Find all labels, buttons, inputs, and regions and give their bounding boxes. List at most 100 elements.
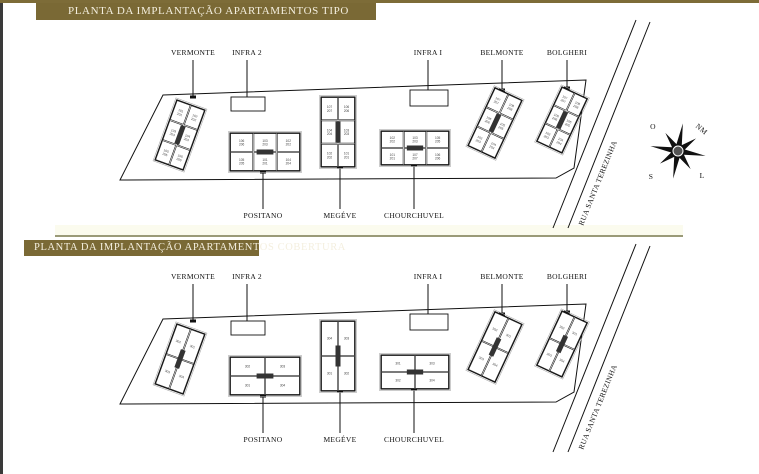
building-outline bbox=[534, 84, 590, 156]
unit-number: 106 bbox=[177, 153, 184, 159]
unit-number: 304 bbox=[492, 362, 499, 368]
unit-number: 105 bbox=[239, 158, 245, 162]
unit-number: 202 bbox=[390, 140, 396, 144]
stair-core bbox=[174, 125, 186, 145]
unit-number: 302 bbox=[395, 379, 401, 383]
building-outline bbox=[465, 309, 525, 385]
unit-number: 105 bbox=[435, 136, 441, 140]
unit-number: 104 bbox=[286, 158, 292, 162]
apartment-unit bbox=[321, 356, 338, 391]
apartment-unit bbox=[381, 131, 404, 148]
label-infra1: INFRA I bbox=[414, 272, 443, 281]
unit-number: 302 bbox=[344, 372, 350, 376]
apartment-unit bbox=[169, 359, 194, 394]
unit-number: 106 bbox=[486, 115, 493, 121]
leader-marker bbox=[499, 312, 505, 316]
apartment-unit bbox=[338, 321, 355, 356]
stair-core bbox=[335, 345, 341, 367]
unit-number: 303 bbox=[344, 337, 350, 341]
unit-number: 203 bbox=[475, 138, 482, 144]
infra-block-infra1 bbox=[409, 313, 449, 331]
leader-marker bbox=[260, 394, 266, 398]
apartment-unit bbox=[468, 341, 495, 376]
unit-number: 203 bbox=[262, 143, 268, 147]
stair-core bbox=[555, 110, 569, 130]
apartment-unit bbox=[230, 152, 254, 171]
unit-number: 206 bbox=[239, 143, 245, 147]
unit-number: 304 bbox=[327, 337, 333, 341]
building-outline bbox=[379, 353, 451, 391]
label-megeve: MEGÉVE bbox=[323, 434, 356, 444]
unit-number: 207 bbox=[560, 98, 567, 104]
section-separator bbox=[55, 235, 683, 237]
unit-number: 201 bbox=[176, 112, 183, 118]
street-edge bbox=[567, 21, 651, 229]
building-outline bbox=[319, 95, 357, 169]
leader-marker bbox=[190, 319, 196, 323]
unit-number: 201 bbox=[262, 162, 268, 166]
unit-number: 102 bbox=[327, 152, 333, 156]
apartment-unit bbox=[276, 133, 300, 152]
stair-core bbox=[406, 369, 424, 375]
leader-marker bbox=[190, 95, 196, 99]
unit-number: 208 bbox=[507, 106, 514, 112]
unit-number: 101 bbox=[390, 153, 396, 157]
unit-number: 106 bbox=[553, 113, 560, 119]
unit-number: 302 bbox=[245, 365, 251, 369]
compass-label-nw: O bbox=[650, 122, 656, 131]
infra-block-infra2 bbox=[230, 96, 266, 112]
unit-number: 204 bbox=[183, 137, 190, 143]
unit-number: 204 bbox=[286, 162, 292, 166]
lot-boundary bbox=[119, 79, 587, 181]
unit-number: 206 bbox=[176, 157, 183, 163]
label-megeve: MEGÉVE bbox=[323, 210, 356, 220]
leader-marker bbox=[564, 310, 570, 314]
apartment-unit bbox=[265, 357, 300, 376]
building-outline bbox=[379, 129, 451, 167]
label-vermonte: VERMONTE bbox=[171, 272, 215, 281]
unit-number: 104 bbox=[327, 128, 333, 132]
unit-number: 104 bbox=[184, 133, 191, 139]
unit-number: 303 bbox=[546, 352, 553, 358]
apartment-unit bbox=[566, 93, 587, 117]
unit-number: 103 bbox=[477, 135, 484, 141]
street-edge bbox=[552, 243, 637, 453]
unit-number: 301 bbox=[327, 372, 333, 376]
apartment-unit bbox=[495, 318, 522, 353]
unit-number: 302 bbox=[492, 327, 499, 333]
apartment-unit bbox=[381, 372, 415, 389]
unit-number: 202 bbox=[286, 143, 292, 147]
unit-number: 206 bbox=[344, 109, 350, 113]
building-outline bbox=[152, 97, 208, 173]
apartment-unit bbox=[499, 94, 522, 120]
unit-number: 102 bbox=[286, 139, 292, 143]
unit-number: 301 bbox=[505, 333, 512, 339]
compass-center bbox=[672, 145, 684, 157]
stair-core bbox=[488, 113, 502, 133]
apartment-unit bbox=[549, 129, 571, 153]
unit-number: 104 bbox=[557, 137, 564, 143]
building-outline bbox=[465, 85, 525, 161]
label-belmonte: BELMONTE bbox=[480, 48, 523, 57]
apartment-unit bbox=[486, 88, 509, 113]
leader-marker bbox=[499, 88, 505, 92]
section-header-cobertura: PLANTA DA IMPLANTAÇÃO APARTAMENTOS COBER… bbox=[24, 240, 345, 256]
unit-number: 202 bbox=[327, 156, 333, 160]
unit-number: 203 bbox=[412, 140, 418, 144]
compass-label-sw: S bbox=[649, 172, 653, 181]
unit-number: 303 bbox=[280, 365, 286, 369]
apartment-unit bbox=[265, 376, 300, 395]
top-rule bbox=[0, 0, 759, 3]
apartment-unit bbox=[549, 344, 575, 377]
label-belmonte: BELMONTE bbox=[480, 272, 523, 281]
apartment-unit bbox=[338, 97, 355, 121]
apartment-unit bbox=[230, 376, 265, 395]
apartment-unit bbox=[481, 347, 509, 382]
